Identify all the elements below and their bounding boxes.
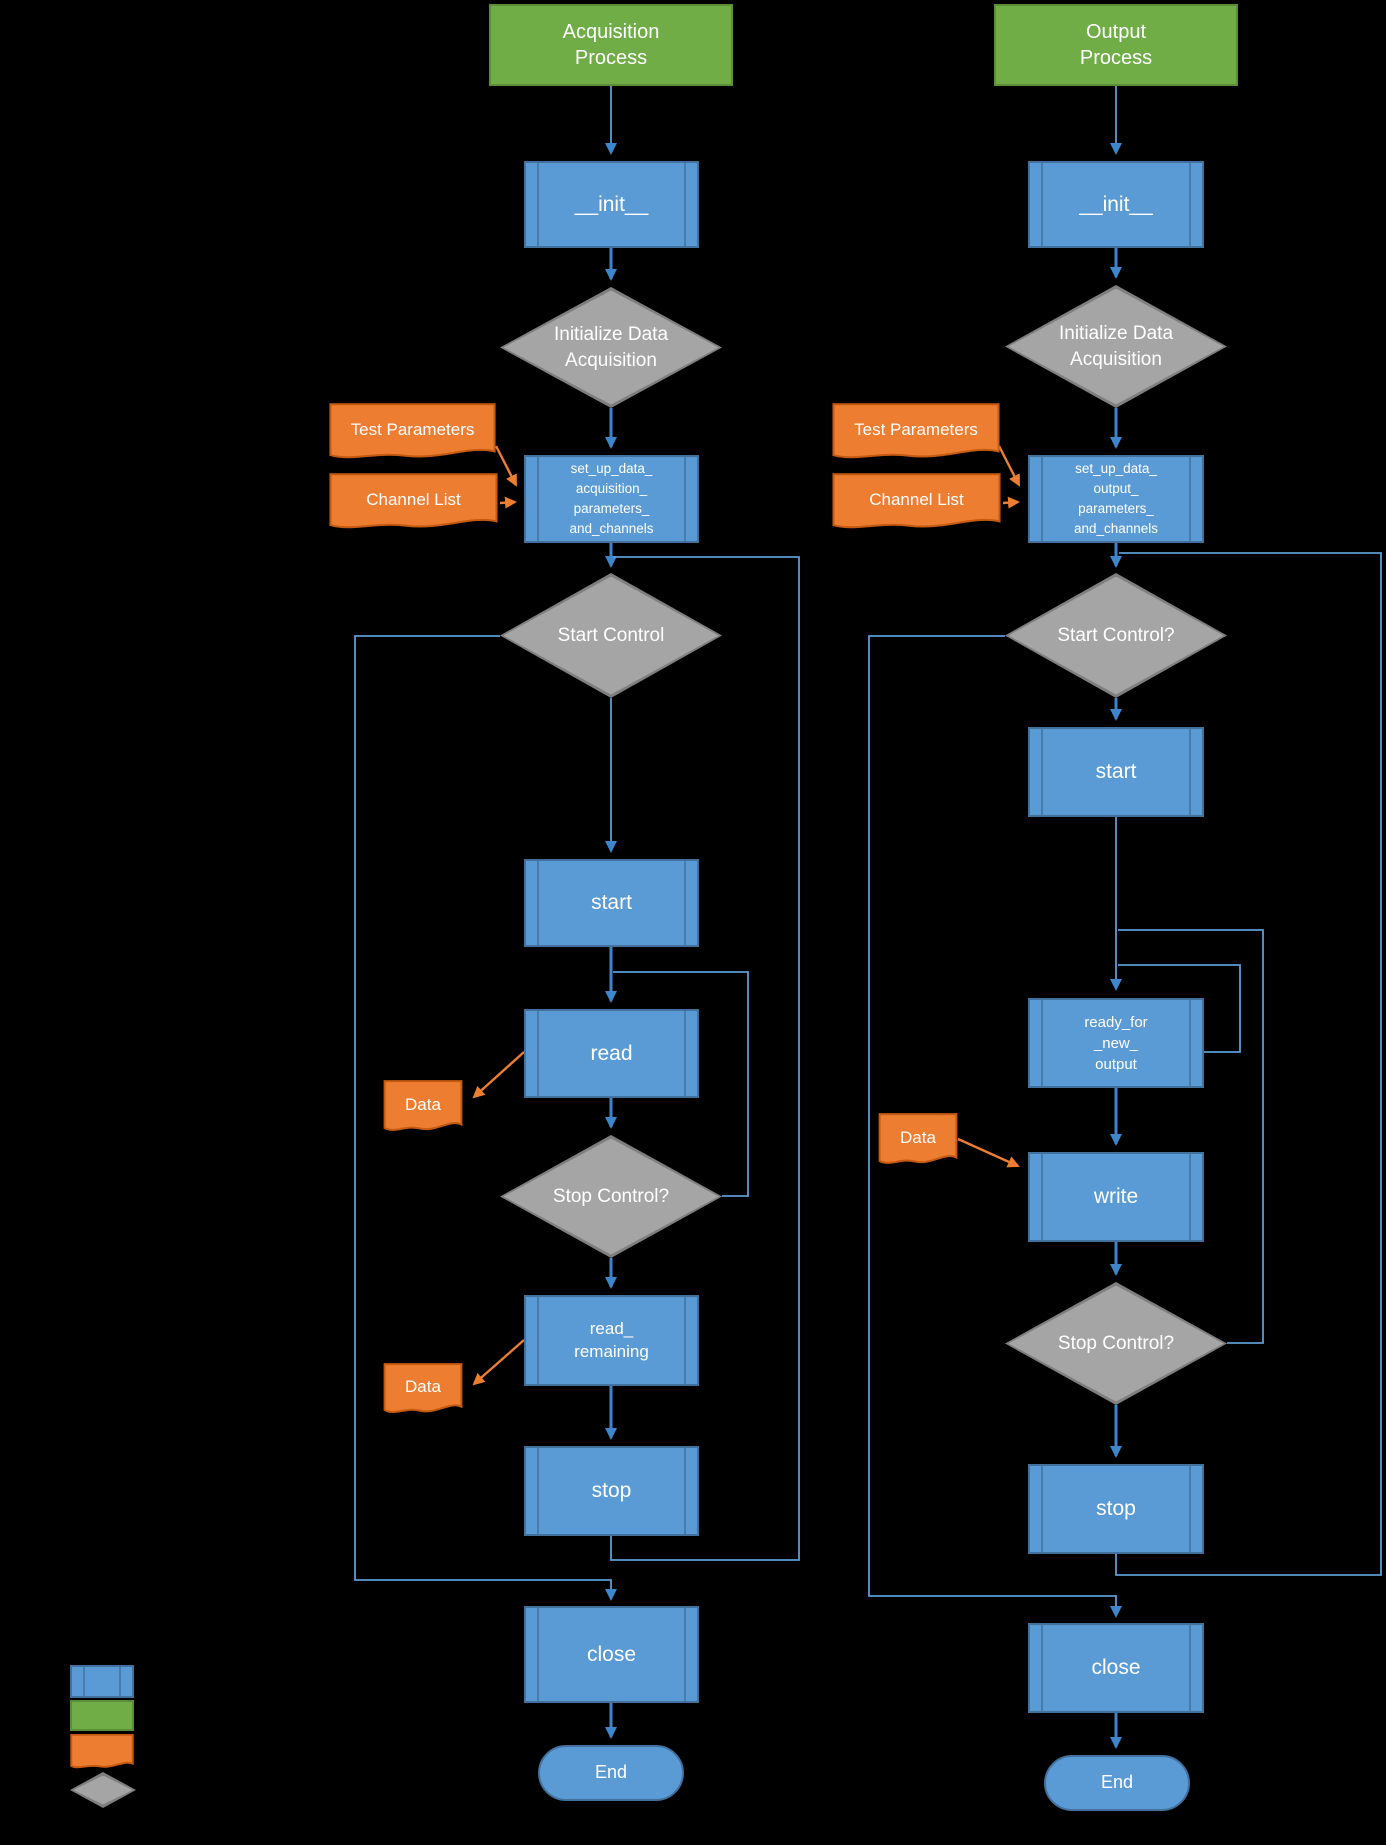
out-stop-subroutine: stop	[1028, 1464, 1204, 1554]
out-channel-list-label: Channel List	[869, 490, 964, 510]
output-title-label: Output Process	[1079, 20, 1153, 69]
arrow-testparams-to-setup	[997, 445, 1021, 487]
out-initialize-label: Initialize Data Acquisition	[1058, 323, 1174, 370]
document-shape	[383, 1080, 463, 1137]
out-write-subroutine: write	[1028, 1152, 1204, 1242]
acq-data-out-2-label: Data	[405, 1377, 441, 1397]
out-test-parameters-label: Test Parameters	[854, 420, 978, 440]
document-shape	[878, 1113, 958, 1170]
arrow-channellist-to-setup	[1002, 496, 1020, 509]
acq-start-label: start	[591, 891, 632, 915]
out-end-label: End	[1100, 1772, 1134, 1793]
out-data-in-label: Data	[900, 1127, 936, 1147]
acq-test-parameters-label: Test Parameters	[350, 420, 475, 440]
out-ready-label: ready_for _new_ output	[1084, 1013, 1148, 1073]
acq-read-remaining-label: read_ remaining	[574, 1319, 649, 1361]
out-write-label: write	[1093, 1185, 1139, 1209]
document-shape	[327, 473, 500, 535]
acq-end-terminator: End	[538, 1745, 684, 1801]
out-start-label: start	[1095, 760, 1137, 784]
document-shape	[327, 403, 498, 465]
acq-read-remaining-subroutine: read_ remaining	[524, 1295, 699, 1386]
acq-data-out-2: Data	[383, 1363, 463, 1419]
acquisition-title-label: Acquisition Process	[562, 20, 660, 69]
acq-channel-list-label: Channel List	[366, 490, 461, 510]
out-test-parameters-data: Test Parameters	[830, 403, 1002, 465]
acq-read-label: read	[590, 1041, 633, 1065]
out-init-subroutine: __init__	[1028, 161, 1204, 248]
out-setup-label: set_up_data_ output_ parameters_ and_cha…	[1073, 461, 1159, 536]
legend-subroutine-process-swatch	[70, 1665, 134, 1698]
out-close-label: close	[1091, 1656, 1141, 1680]
restart-loop-line	[1115, 552, 1382, 1576]
acq-stop-label: stop	[591, 1479, 632, 1503]
ready-self-loop-line	[1118, 964, 1241, 1053]
document-shape	[383, 1363, 463, 1419]
out-init-label: __init__	[1079, 192, 1153, 216]
legend-terminator-swatch	[70, 1700, 134, 1731]
acq-test-parameters-data: Test Parameters	[327, 403, 498, 465]
document-shape	[830, 473, 1003, 535]
out-stop-control-label: Stop Control?	[1057, 1332, 1175, 1354]
acq-close-label: close	[586, 1642, 637, 1666]
acq-read-subroutine: read	[524, 1009, 699, 1098]
arrow-read-to-data	[472, 1051, 525, 1099]
out-end-terminator: End	[1044, 1755, 1190, 1811]
stopcontrol-loop-line	[1118, 929, 1264, 1344]
acq-stop-control-label: Stop Control?	[552, 1185, 670, 1207]
out-data-in: Data	[878, 1113, 958, 1170]
out-close-subroutine: close	[1028, 1623, 1204, 1713]
out-start-control-label: Start Control?	[1057, 624, 1175, 646]
acq-setup-subroutine: set_up_data_ acquisition_ parameters_ an…	[524, 455, 699, 543]
acq-start-subroutine: start	[524, 859, 699, 947]
acq-data-out-1-label: Data	[405, 1094, 441, 1114]
acq-close-subroutine: close	[524, 1606, 699, 1703]
read-loop-line	[613, 971, 749, 1197]
out-stop-label: stop	[1096, 1497, 1136, 1521]
acq-start-control-label: Start Control	[557, 624, 665, 646]
acq-end-label: End	[594, 1762, 628, 1783]
out-setup-subroutine: set_up_data_ output_ parameters_ and_cha…	[1028, 455, 1204, 543]
arrow-data-to-write	[957, 1137, 1020, 1168]
out-ready-subroutine: ready_for _new_ output	[1028, 998, 1204, 1088]
output-title-terminator: Output Process	[994, 4, 1238, 86]
acq-init-label: __init__	[574, 192, 649, 216]
out-start-subroutine: start	[1028, 727, 1204, 817]
arrow-channellist-to-setup	[499, 496, 517, 509]
out-channel-list-data: Channel List	[830, 473, 1003, 535]
acq-initialize-label: Initialize Data Acquisition	[553, 324, 669, 371]
skip-to-close-line	[354, 635, 617, 1601]
arrow-testparams-to-setup	[494, 445, 518, 487]
acq-data-out-1: Data	[383, 1080, 463, 1137]
output-connectors	[868, 86, 1382, 1749]
arrow-readremaining-to-data	[472, 1339, 525, 1386]
document-shape	[70, 1734, 134, 1772]
acquisition-title-terminator: Acquisition Process	[489, 4, 733, 86]
acquisition-connectors	[354, 86, 800, 1739]
acq-init-subroutine: __init__	[524, 161, 699, 248]
skip-to-close-line	[868, 635, 1122, 1618]
legend-data-document-swatch	[70, 1734, 134, 1772]
acq-setup-label: set_up_data_ acquisition_ parameters_ an…	[569, 461, 654, 536]
document-shape	[830, 403, 1002, 465]
acq-stop-subroutine: stop	[524, 1446, 699, 1536]
acq-channel-list-data: Channel List	[327, 473, 500, 535]
restart-loop-line	[610, 556, 800, 1561]
